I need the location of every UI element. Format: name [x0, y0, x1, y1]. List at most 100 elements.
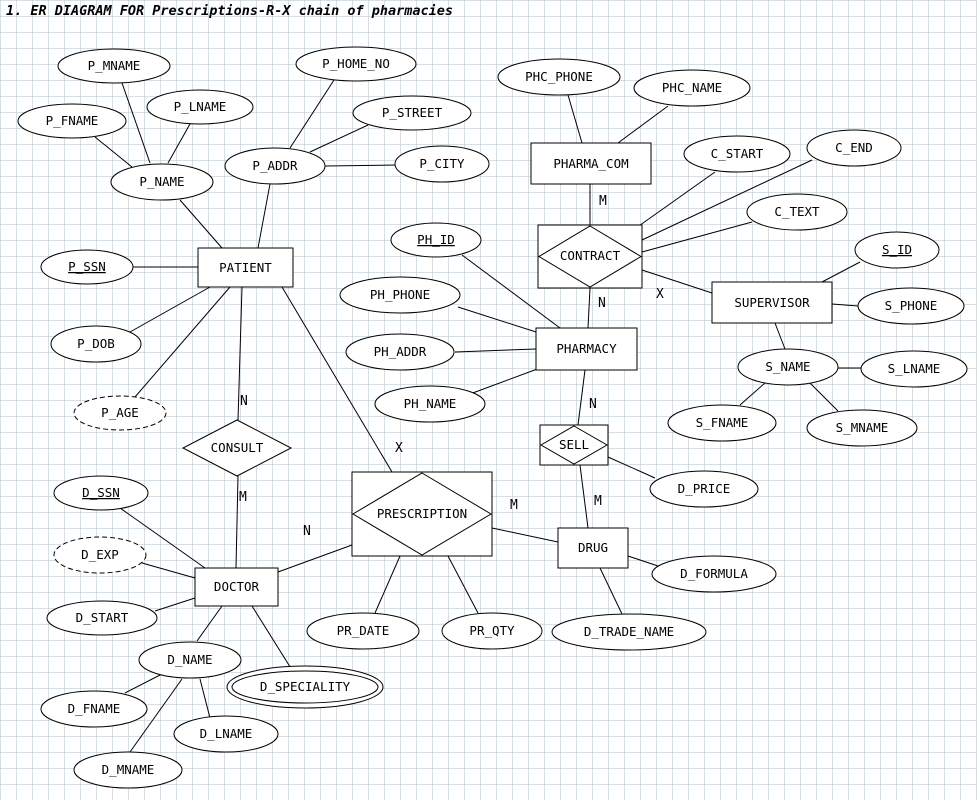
attr-s-id[interactable]: S_ID: [854, 231, 940, 269]
edge-phphone-pharmacy: [457, 306, 537, 333]
svg-text:D_NAME: D_NAME: [167, 652, 212, 667]
attr-phc-name[interactable]: PHC_NAME: [633, 69, 751, 107]
card-patient-prescription: X: [395, 441, 403, 456]
cardinality-labels: M N X N M N M X N M: [239, 194, 664, 539]
edge-contract-pharmacy: [587, 287, 591, 329]
attr-ph-id[interactable]: PH_ID: [390, 222, 482, 258]
svg-text:P_FNAME: P_FNAME: [46, 113, 99, 128]
relationship-prescription[interactable]: PRESCRIPTION: [351, 471, 493, 557]
attr-s-phone[interactable]: S_PHONE: [857, 287, 965, 325]
svg-text:P_MNAME: P_MNAME: [88, 58, 141, 73]
edge-sid-supervisor: [821, 261, 861, 283]
attr-d-fname[interactable]: D_FNAME: [40, 690, 148, 728]
diagram-title: 1. ER DIAGRAM FOR Prescriptions-R-X chai…: [6, 3, 454, 19]
attr-p-age[interactable]: P_AGE: [73, 395, 167, 431]
svg-text:D_SSN: D_SSN: [82, 485, 120, 500]
card-consult-doctor: M: [239, 490, 247, 505]
attr-d-speciality[interactable]: D_SPECIALITY: [226, 665, 384, 709]
attr-d-mname[interactable]: D_MNAME: [73, 751, 183, 789]
edge-pharmacy-sell: [577, 369, 586, 426]
svg-text:D_LNAME: D_LNAME: [200, 726, 253, 741]
attr-ph-phone[interactable]: PH_PHONE: [339, 276, 461, 314]
svg-text:D_EXP: D_EXP: [81, 547, 119, 562]
svg-text:S_PHONE: S_PHONE: [885, 298, 938, 313]
entity-patient[interactable]: PATIENT: [197, 247, 294, 288]
attr-p-street[interactable]: P_STREET: [352, 95, 472, 131]
edge-pmname-pname: [121, 82, 151, 164]
attr-d-name[interactable]: D_NAME: [138, 641, 242, 679]
svg-text:P_CITY: P_CITY: [419, 156, 465, 171]
attr-s-mname[interactable]: S_MNAME: [806, 409, 918, 447]
edge-dfname-dname: [124, 673, 163, 694]
attr-s-name[interactable]: S_NAME: [737, 348, 839, 386]
attr-p-mname[interactable]: P_MNAME: [57, 48, 171, 84]
card-prescription-drug: M: [510, 498, 518, 513]
entity-pharmacy[interactable]: PHARMACY: [535, 327, 638, 371]
attr-d-lname[interactable]: D_LNAME: [173, 715, 279, 753]
edge-dname-doctor: [196, 605, 223, 642]
svg-text:PR_QTY: PR_QTY: [469, 623, 515, 638]
attr-d-formula[interactable]: D_FORMULA: [651, 555, 777, 593]
attr-c-start[interactable]: C_START: [683, 135, 791, 173]
entity-supervisor[interactable]: SUPERVISOR: [711, 281, 833, 324]
edge-pstreet-paddr: [309, 124, 369, 153]
attr-p-lname[interactable]: P_LNAME: [146, 89, 254, 125]
attr-p-fname[interactable]: P_FNAME: [17, 103, 127, 139]
svg-text:PH_ID: PH_ID: [417, 232, 455, 247]
attr-c-end[interactable]: C_END: [806, 129, 902, 167]
svg-text:D_FORMULA: D_FORMULA: [680, 566, 748, 581]
edge-pname-patient: [179, 199, 223, 249]
svg-text:S_MNAME: S_MNAME: [836, 420, 889, 435]
svg-text:SELL: SELL: [559, 437, 589, 452]
svg-text:PHARMA_COM: PHARMA_COM: [553, 156, 628, 171]
edge-sname-smname: [809, 382, 839, 412]
attr-d-exp[interactable]: D_EXP: [53, 536, 147, 574]
attr-c-text[interactable]: C_TEXT: [746, 193, 848, 231]
attr-phc-phone[interactable]: PHC_PHONE: [497, 58, 621, 96]
card-sell-drug: M: [594, 494, 602, 509]
attr-pr-date[interactable]: PR_DATE: [306, 612, 420, 650]
attr-p-city[interactable]: P_CITY: [394, 145, 490, 183]
svg-text:D_TRADE_NAME: D_TRADE_NAME: [584, 624, 674, 639]
edge-sphone-supervisor: [831, 303, 859, 307]
svg-text:S_FNAME: S_FNAME: [696, 415, 749, 430]
attr-s-lname[interactable]: S_LNAME: [860, 350, 968, 388]
attr-pr-qty[interactable]: PR_QTY: [441, 612, 543, 650]
svg-text:P_DOB: P_DOB: [77, 336, 115, 351]
svg-text:D_PRICE: D_PRICE: [678, 481, 731, 496]
attr-p-addr[interactable]: P_ADDR: [224, 147, 326, 185]
attr-d-ssn[interactable]: D_SSN: [53, 475, 149, 511]
edge-phname-pharmacy: [469, 367, 541, 395]
edge-prdate-prescription: [374, 555, 401, 614]
edge-dstart-doctor: [154, 597, 196, 612]
attr-p-ssn[interactable]: P_SSN: [40, 249, 134, 285]
card-contract-supervisor: X: [656, 287, 664, 302]
relationship-contract[interactable]: CONTRACT: [537, 224, 643, 289]
edge-consult-doctor: [235, 475, 239, 569]
attr-d-price[interactable]: D_PRICE: [649, 470, 759, 508]
edge-page-patient: [134, 286, 231, 398]
svg-text:S_LNAME: S_LNAME: [888, 361, 941, 376]
edge-prqty-prescription: [447, 555, 479, 614]
svg-text:D_START: D_START: [76, 610, 129, 625]
attr-ph-addr[interactable]: PH_ADDR: [345, 333, 455, 371]
svg-text:PH_NAME: PH_NAME: [404, 396, 457, 411]
edge-phcname-pharmacom: [617, 105, 669, 144]
svg-text:CONSULT: CONSULT: [211, 440, 264, 455]
attr-p-dob[interactable]: P_DOB: [50, 325, 142, 363]
edge-pfname-pname: [94, 136, 133, 168]
attr-p-name[interactable]: P_NAME: [110, 163, 214, 201]
attr-d-start[interactable]: D_START: [46, 600, 158, 636]
relationship-sell[interactable]: SELL: [539, 424, 609, 466]
entity-pharma-com[interactable]: PHARMA_COM: [530, 142, 652, 185]
svg-text:C_START: C_START: [711, 146, 764, 161]
attr-d-trade-name[interactable]: D_TRADE_NAME: [551, 613, 707, 651]
relationship-consult[interactable]: CONSULT: [181, 419, 293, 477]
attr-ph-name[interactable]: PH_NAME: [374, 385, 486, 423]
edge-dmname-dname: [129, 678, 183, 753]
entity-drug[interactable]: DRUG: [557, 527, 629, 569]
entity-doctor[interactable]: DOCTOR: [194, 567, 279, 607]
attr-p-home-no[interactable]: P_HOME_NO: [295, 46, 417, 82]
attr-s-fname[interactable]: S_FNAME: [667, 404, 777, 442]
